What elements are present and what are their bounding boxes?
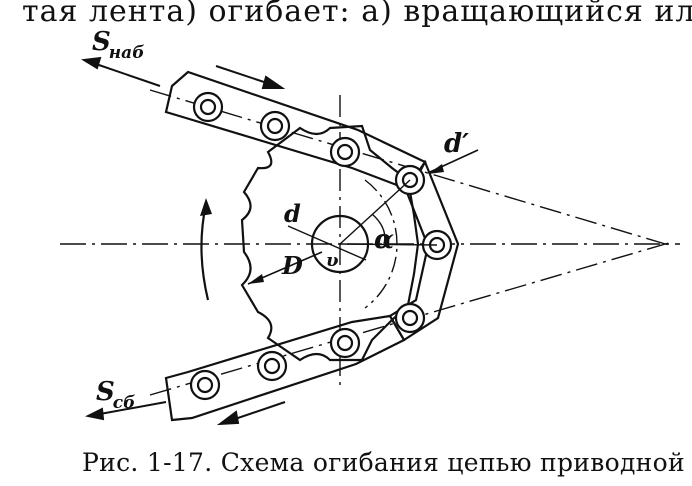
alpha-ray	[339, 243, 438, 246]
roller-pin	[263, 357, 281, 375]
chain-direction-arrows	[215, 65, 286, 426]
lower-chain-strand	[164, 314, 406, 422]
roller-pin	[266, 117, 284, 135]
alpha-ray	[339, 179, 411, 245]
pitch-circle-arc	[364, 179, 398, 309]
D-label: D	[281, 251, 303, 280]
sprocket-outline	[240, 124, 420, 362]
roller-pin	[336, 334, 354, 352]
rotation-arrowhead	[200, 198, 212, 216]
roller-pin	[336, 143, 354, 161]
roller-pin	[401, 309, 419, 327]
hub-d-label: υ	[326, 250, 339, 271]
top-text-line: тая лента) огибает: а) вращающийся ил	[22, 0, 692, 29]
figure-caption: Рис. 1-17. Схема огибания цепью приводно…	[82, 448, 685, 477]
roller-pin	[196, 376, 214, 394]
roller-pin	[199, 98, 217, 116]
rotation-arrow	[200, 203, 210, 301]
chain-rollers	[189, 91, 453, 401]
alpha-arc	[371, 213, 386, 245]
s-sb-label: Sсб	[96, 377, 135, 413]
alpha-label: α	[374, 225, 394, 255]
d-dimension-line	[287, 225, 367, 261]
d-label: d	[284, 199, 301, 228]
force-arrows	[81, 56, 167, 421]
d-prime-label: d′	[444, 129, 469, 159]
s-nab-label: Sнаб	[92, 27, 144, 63]
